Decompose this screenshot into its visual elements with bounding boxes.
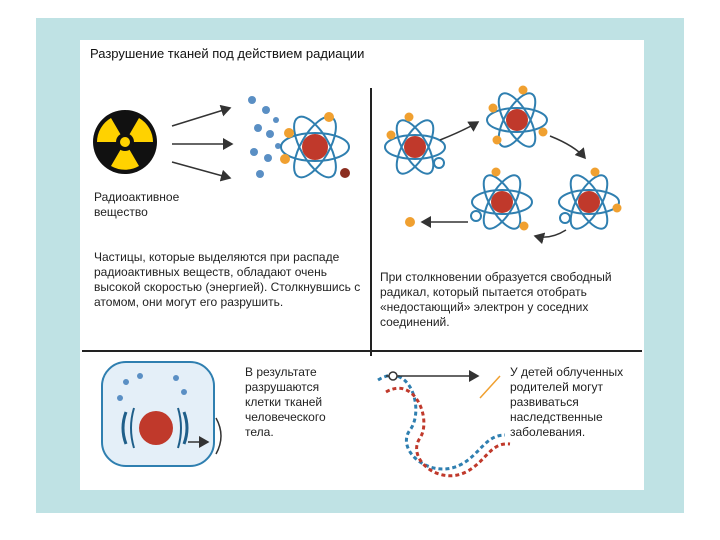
radiation-arrows (171, 104, 234, 182)
atom (280, 112, 350, 179)
atom-3 (470, 167, 533, 231)
infographic-title: Разрушение тканей под действием радиации (90, 46, 365, 61)
atom-4 (558, 167, 622, 230)
radiation-hazard-icon (93, 110, 157, 174)
atom-1 (384, 112, 446, 175)
particles-description: Частицы, которые выделяются при распаде … (94, 250, 361, 309)
illustrations (93, 85, 622, 478)
dna-icon (377, 370, 511, 478)
source-label: Радиоактивное вещество (94, 190, 180, 219)
children-description: У детей облученных родителей могут разви… (510, 365, 624, 439)
infographic-card: Разрушение тканей под действием радиации (80, 40, 644, 490)
particles (248, 96, 281, 178)
vertical-divider (370, 88, 372, 356)
horizontal-divider (82, 350, 642, 352)
radical-description: При столкновении образуется свободный ра… (380, 270, 612, 329)
reaction-arrows (420, 121, 586, 245)
cell-icon (101, 361, 222, 467)
cells-description: В результате разрушаются клетки тканей ч… (245, 365, 326, 439)
free-electron (405, 217, 415, 227)
atom-2 (486, 85, 548, 148)
